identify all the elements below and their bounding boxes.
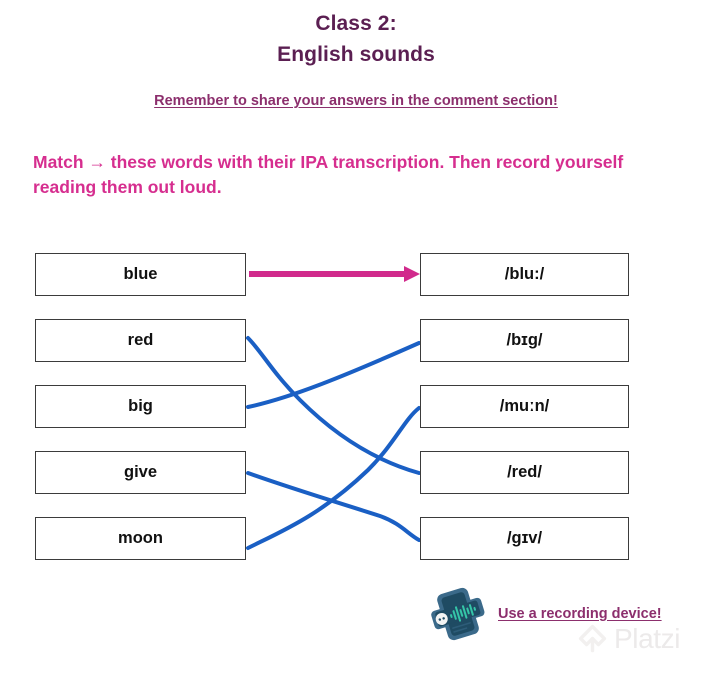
title-line-2: English sounds <box>277 43 435 66</box>
recording-device-icon <box>431 587 485 641</box>
transcription-box-2[interactable]: /bɪg/ <box>420 319 629 362</box>
transcription-box-5[interactable]: /gɪv/ <box>420 517 629 560</box>
transcription-box-1[interactable]: /blu:/ <box>420 253 629 296</box>
transcription-box-4[interactable]: /red/ <box>420 451 629 494</box>
platzi-logo-icon <box>578 624 607 653</box>
page-title: Class 2: English sounds <box>0 8 712 70</box>
transcription-box-3[interactable]: /muːn/ <box>420 385 629 428</box>
connection-blue-arrow <box>249 266 420 282</box>
use-recording-device-link[interactable]: Use a recording device! <box>498 606 662 622</box>
connection-moon <box>246 406 421 550</box>
word-box-5[interactable]: moon <box>35 517 246 560</box>
word-box-3[interactable]: big <box>35 385 246 428</box>
word-box-2[interactable]: red <box>35 319 246 362</box>
recorder-note: Use a recording device! <box>428 584 662 644</box>
instructions-text: Match → these words with their IPA trans… <box>33 152 624 197</box>
title-line-1: Class 2: <box>315 12 397 35</box>
word-box-4[interactable]: give <box>35 451 246 494</box>
connection-big <box>246 341 421 409</box>
connection-give <box>246 471 421 542</box>
platzi-watermark: Platzi <box>578 624 680 654</box>
share-answers-link[interactable]: Remember to share your answers in the co… <box>154 93 558 109</box>
connection-red <box>246 336 421 475</box>
platzi-wordmark: Platzi <box>614 623 681 654</box>
word-box-1[interactable]: blue <box>35 253 246 296</box>
